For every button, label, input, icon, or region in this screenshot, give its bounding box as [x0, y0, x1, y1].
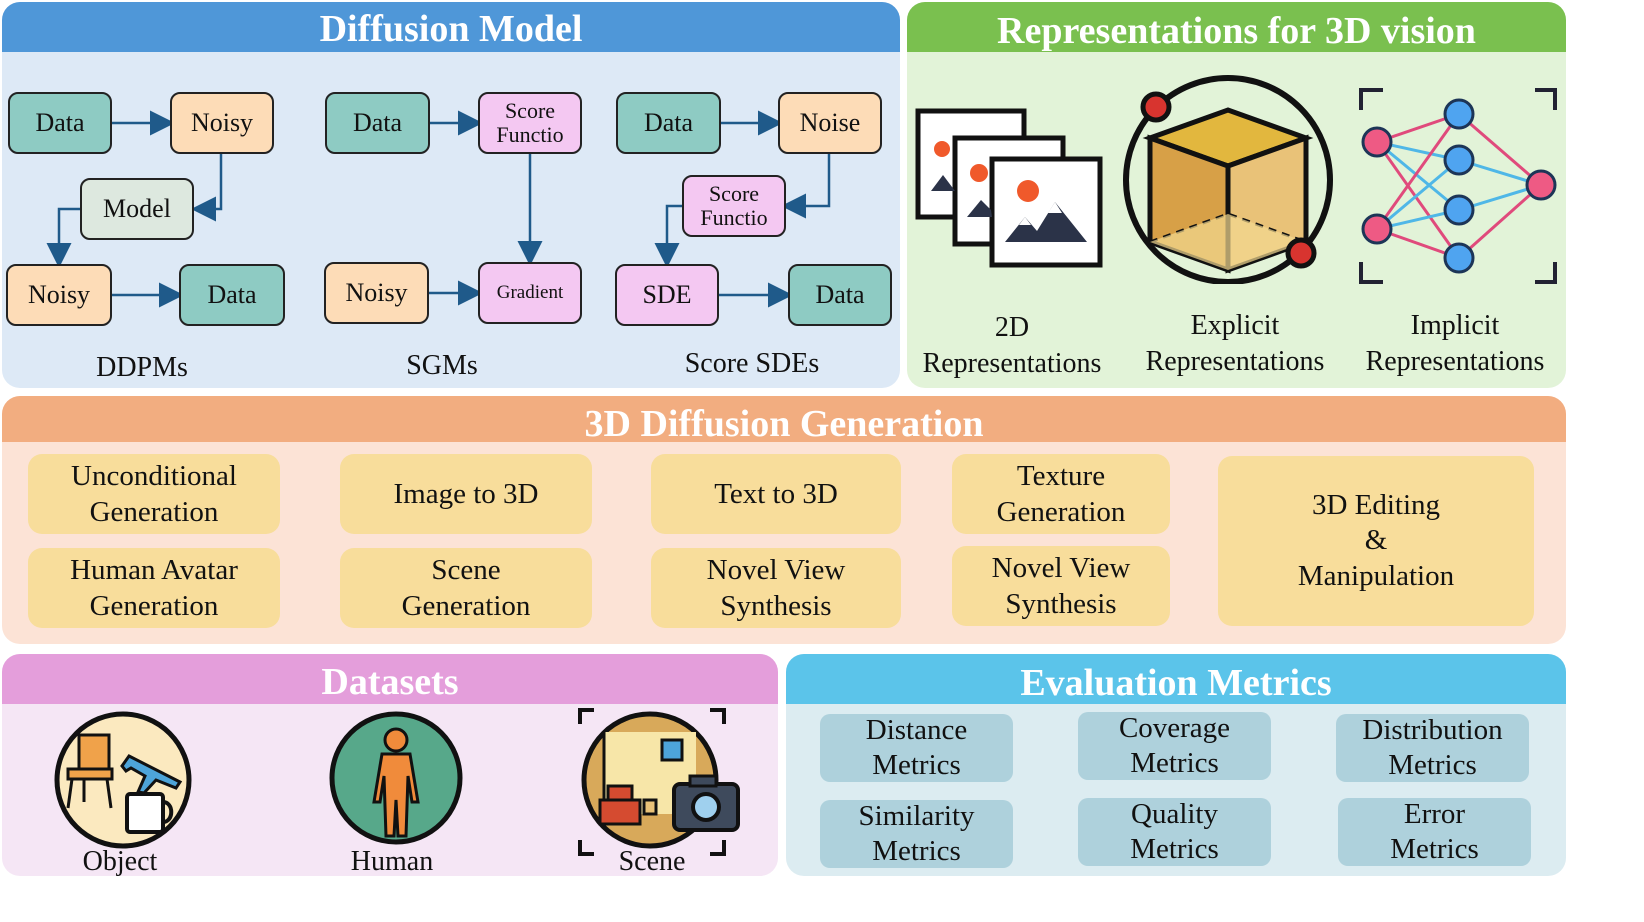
metrics-panel: Evaluation Metrics Distance Metrics Cove…: [786, 654, 1566, 876]
metric-similarity: Similarity Metrics: [820, 800, 1013, 868]
metric-quality: Quality Metrics: [1078, 798, 1271, 866]
sde-data-node: Data: [616, 92, 721, 154]
gen-novel-view-2: Novel View Synthesis: [952, 546, 1170, 626]
representations-panel: Representations for 3D vision: [907, 2, 1566, 388]
metrics-title: Evaluation Metrics: [786, 654, 1566, 704]
cube-icon: [1123, 75, 1333, 284]
repr-2d-label: 2D Representations: [922, 312, 1102, 380]
ddpm-noisy-node-2: Noisy: [6, 264, 112, 326]
ddpm-model-node: Model: [80, 178, 194, 240]
ddpm-data-node-2: Data: [179, 264, 285, 326]
ddpm-caption: DDPMs: [96, 352, 188, 383]
ddpm-noisy-node: Noisy: [170, 92, 274, 154]
diffusion-model-title: Diffusion Model: [2, 2, 900, 52]
generation-panel: 3D Diffusion Generation Unconditional Ge…: [2, 396, 1566, 644]
gen-text-to-3d: Text to 3D: [651, 454, 901, 534]
sde-score-function-node: Score Functio: [682, 175, 786, 237]
repr-explicit-label: Explicit Representations: [1145, 310, 1325, 378]
dataset-scene-label: Scene: [618, 846, 686, 876]
metric-distance: Distance Metrics: [820, 714, 1013, 782]
object-icon: [54, 711, 192, 849]
sgm-caption: SGMs: [406, 350, 478, 381]
diffusion-arrows: [46, 110, 831, 308]
human-icon: [329, 711, 463, 845]
sgm-gradient-node: Gradient: [478, 262, 582, 324]
sde-caption: Score SDEs: [684, 348, 820, 379]
datasets-panel: Datasets Object Human: [2, 654, 778, 876]
sgm-score-function-node: Score Functio: [478, 92, 582, 154]
gen-texture: Texture Generation: [952, 454, 1170, 534]
metric-error: Error Metrics: [1338, 798, 1531, 866]
gen-human-avatar: Human Avatar Generation: [28, 548, 280, 628]
sgm-data-node: Data: [325, 92, 430, 154]
gen-3d-editing: 3D Editing & Manipulation: [1218, 456, 1534, 626]
metric-coverage: Coverage Metrics: [1078, 712, 1271, 780]
gen-unconditional: Unconditional Generation: [28, 454, 280, 534]
scene-icon: [578, 708, 740, 856]
dataset-object-label: Object: [82, 846, 158, 876]
representations-title: Representations for 3D vision: [907, 2, 1566, 52]
sgm-noisy-node: Noisy: [324, 262, 429, 324]
metric-distribution: Distribution Metrics: [1336, 714, 1529, 782]
image-stack-icon: [915, 108, 1103, 268]
generation-title: 3D Diffusion Generation: [2, 396, 1566, 445]
repr-implicit-label: Implicit Representations: [1365, 310, 1545, 378]
sde-noise-node: Noise: [778, 92, 882, 154]
diffusion-model-panel: Diffusion Model Data Noisy Model Noisy: [2, 2, 900, 388]
datasets-title: Datasets: [2, 654, 778, 704]
sde-data-node-2: Data: [788, 264, 892, 326]
dataset-human-label: Human: [350, 846, 434, 876]
sde-node: SDE: [615, 264, 719, 326]
neural-network-icon: [1359, 88, 1557, 284]
gen-scene: Scene Generation: [340, 548, 592, 628]
gen-novel-view-1: Novel View Synthesis: [651, 548, 901, 628]
ddpm-data-node: Data: [8, 92, 112, 154]
gen-image-to-3d: Image to 3D: [340, 454, 592, 534]
